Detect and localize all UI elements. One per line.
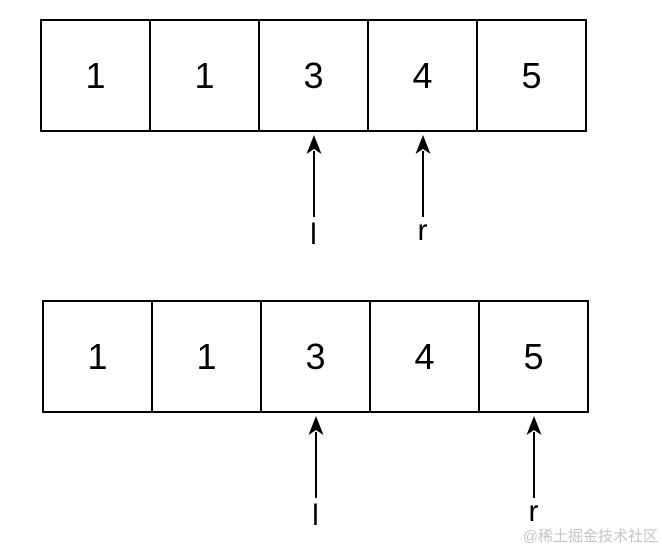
pointer-l: l: [301, 414, 331, 531]
cell-value: 3: [303, 54, 324, 96]
cell-value: 3: [305, 335, 326, 377]
cell-value: 1: [196, 335, 217, 377]
cell-value: 1: [194, 54, 215, 96]
cell-value: 5: [521, 54, 542, 96]
array-cell: 5: [478, 302, 587, 411]
arrow-up-icon: [526, 416, 541, 498]
array-cell: 1: [149, 21, 258, 130]
array-cell: 5: [476, 21, 585, 130]
arrow-up-icon: [415, 135, 430, 217]
cell-value: 1: [87, 335, 108, 377]
pointer-r: r: [519, 414, 549, 531]
arrow-up-icon: [306, 135, 321, 217]
array-diagram-step-2: 1 1 3 4 5 l: [42, 300, 589, 550]
cell-value: 4: [414, 335, 435, 377]
array-row: 1 1 3 4 5: [42, 300, 589, 413]
array-cell: 1: [44, 302, 151, 411]
array-diagram-step-1: 1 1 3 4 5 l: [40, 19, 587, 279]
pointer-label: l: [312, 499, 319, 532]
array-cell: 4: [369, 302, 478, 411]
cell-value: 1: [85, 54, 106, 96]
array-cell: 1: [151, 302, 260, 411]
array-row: 1 1 3 4 5: [40, 19, 587, 132]
pointer-r: r: [408, 133, 438, 250]
array-cell: 3: [260, 302, 369, 411]
array-cell: 1: [42, 21, 149, 130]
pointer-label: r: [417, 214, 428, 247]
array-cell: 3: [258, 21, 367, 130]
cell-value: 5: [523, 335, 544, 377]
cell-value: 4: [412, 54, 433, 96]
watermark: @稀土掘金技术社区: [522, 528, 658, 545]
pointer-label: r: [528, 495, 539, 528]
arrow-up-icon: [308, 416, 323, 498]
array-cell: 4: [367, 21, 476, 130]
pointer-label: l: [310, 218, 317, 251]
pointer-l: l: [299, 133, 329, 250]
